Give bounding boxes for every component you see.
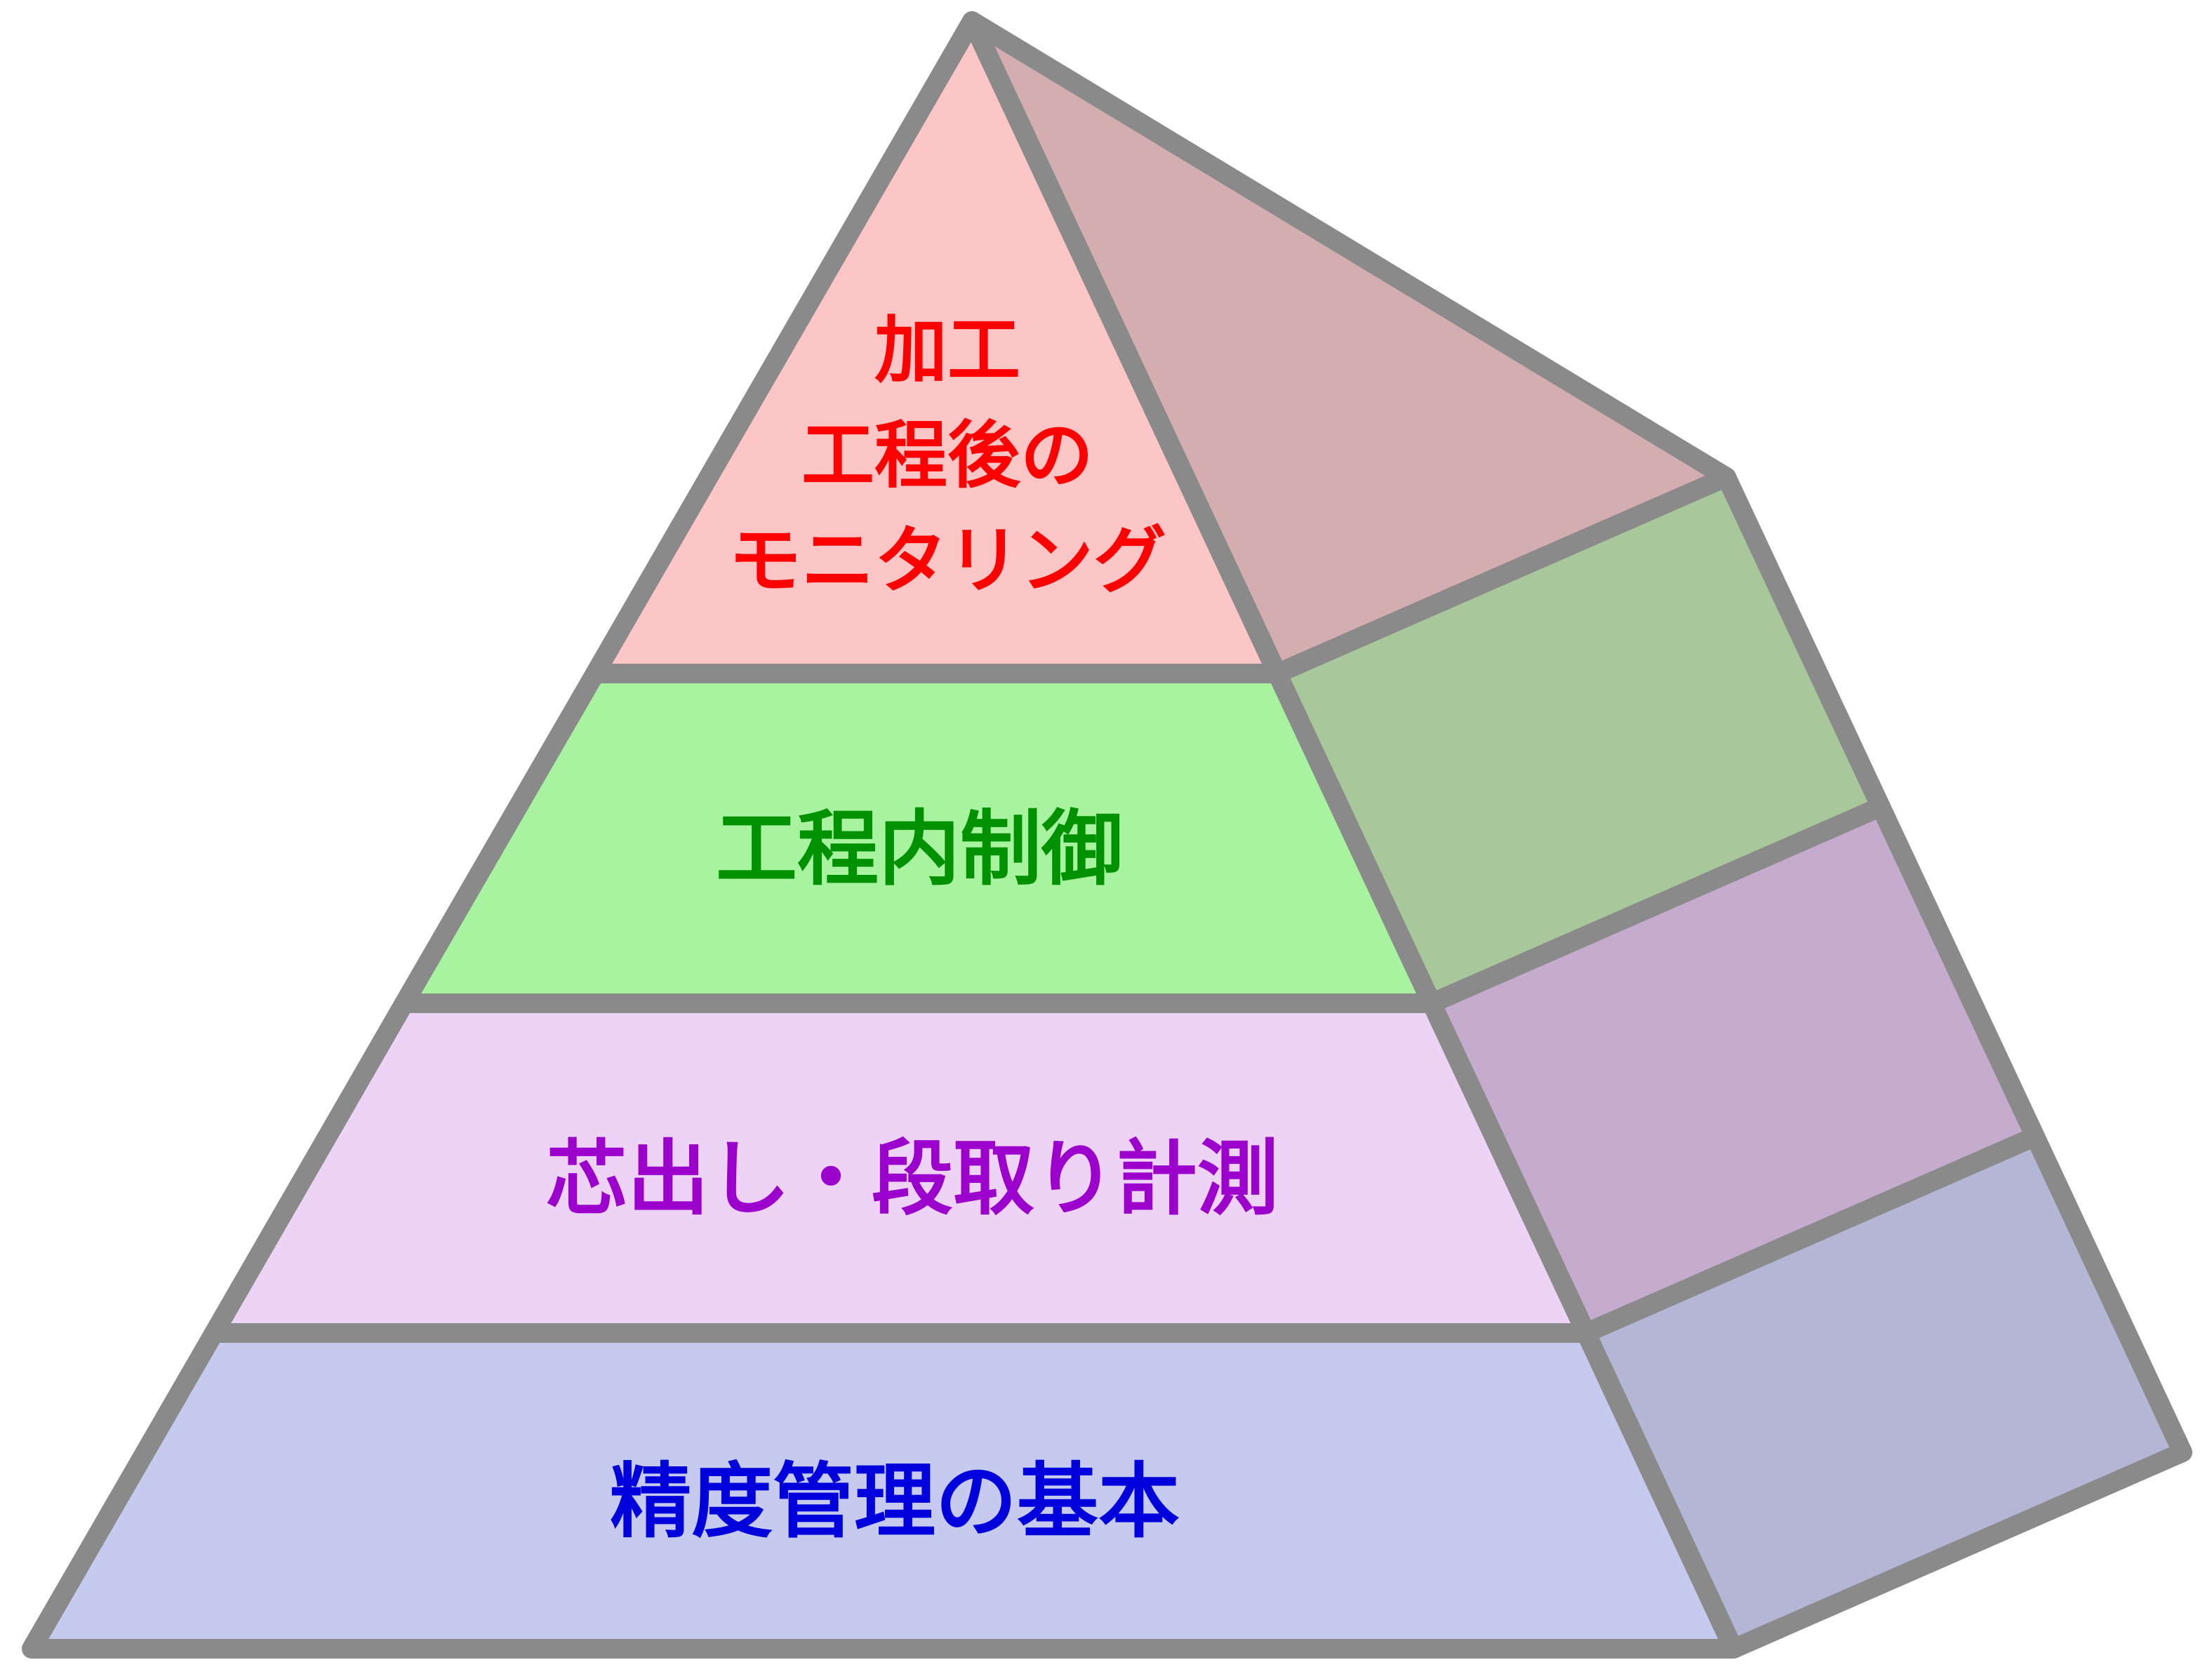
layer-1-label-line-3: モニタリング <box>728 521 1166 602</box>
layer-4-label: 精度管理の基本 <box>610 1456 1180 1547</box>
layer-4-front-face <box>22 1323 1743 1659</box>
layer-2-label: 工程内制御 <box>716 803 1123 895</box>
layer-1-label-line-2: 工程後の <box>801 415 1093 497</box>
layer-3-label: 芯出し・段取り計測 <box>546 1133 1279 1224</box>
layer-1-label-line-1: 加工 <box>874 310 1020 391</box>
